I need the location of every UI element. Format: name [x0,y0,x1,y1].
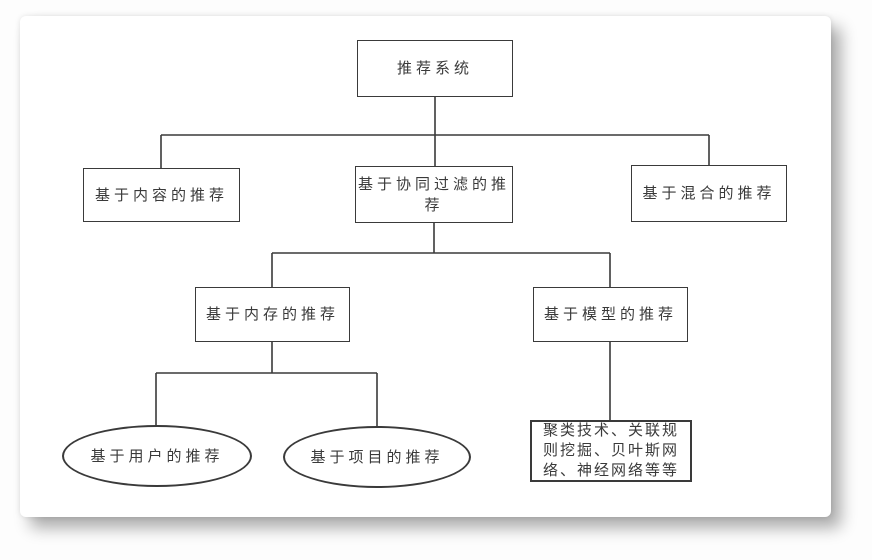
node-content-based: 基于内容的推荐 [83,168,240,222]
node-user-based: 基于用户的推荐 [62,425,252,487]
node-collaborative-filtering: 基于协同过滤的推 荐 [355,166,513,223]
node-model-based: 基于模型的推荐 [533,287,688,342]
node-recommendation-system: 推荐系统 [357,40,513,97]
node-hybrid-based: 基于混合的推荐 [631,165,787,222]
node-model-techniques: 聚类技术、关联规 则挖掘、贝叶斯网 络、神经网络等等 [530,420,692,482]
node-item-based: 基于项目的推荐 [283,426,471,488]
node-memory-based: 基于内存的推荐 [195,287,350,342]
